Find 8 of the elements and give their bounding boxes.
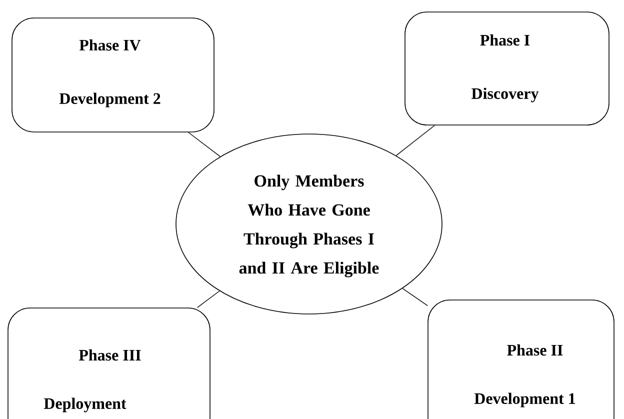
connector-line (402, 288, 428, 306)
connector-line (188, 132, 221, 157)
phase-box: Phase IV Development 2 (12, 18, 214, 132)
connector-line (197, 290, 220, 308)
phase-box: Phase I Discovery (404, 12, 610, 126)
phase-box: Phase III Deployment (8, 308, 210, 419)
connector-line (396, 125, 435, 156)
phase-box: Phase II Development 1 (428, 300, 614, 419)
